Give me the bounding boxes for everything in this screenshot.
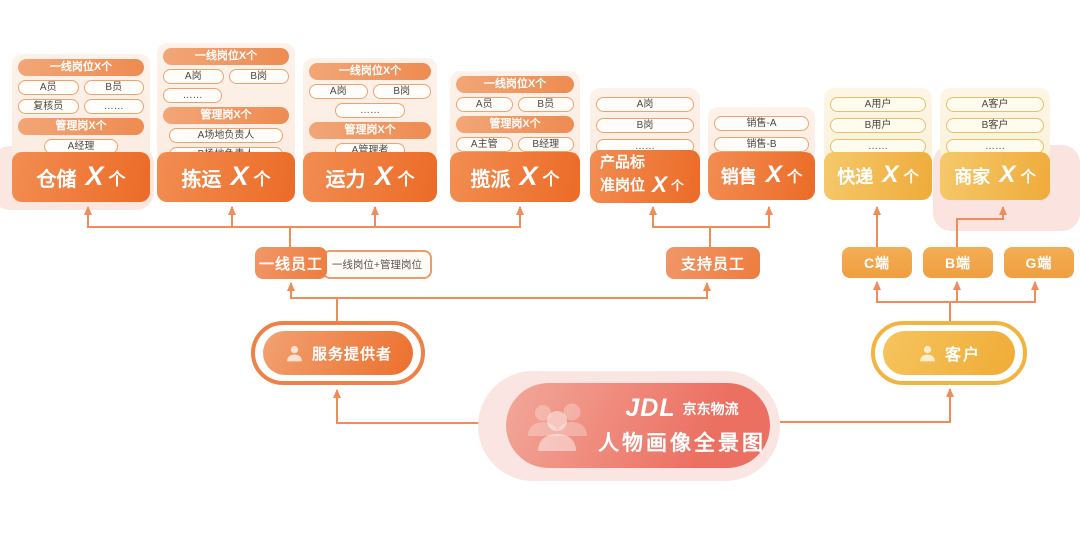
pill: 销售-B (714, 137, 809, 152)
pill: …… (83, 99, 144, 114)
pill: 复核员 (18, 99, 79, 114)
front-line-worker-tag: 一线员工 (255, 247, 327, 279)
banner-label: 销售 (720, 167, 757, 187)
banner-label-line2: 准岗位 (600, 176, 646, 194)
pill: A岗 (309, 84, 368, 99)
pill: A员 (456, 97, 513, 112)
card-merchant-customers: A客户 B客户 …… (940, 88, 1050, 162)
card-pickup-delivery-positions: 一线岗位X个 A员 B员 管理岗X个 A主管 B经理 (450, 71, 580, 162)
center-capsule: JDL 京东物流 人物画像全景图 (506, 383, 770, 468)
brand-name: 京东物流 (682, 400, 739, 417)
banner-unit: 个 (903, 169, 919, 186)
banner-unit: 个 (671, 177, 684, 193)
diagram-title: 人物画像全景图 (598, 432, 766, 455)
banner-label: 商家 (954, 167, 991, 187)
banner-unit: 个 (786, 169, 803, 186)
banner-transport: 运力 X 个 (303, 152, 437, 202)
banner-label: 揽派 (470, 168, 511, 191)
banner-label: 快递 (837, 167, 874, 187)
banner-count: X (765, 161, 782, 188)
banner-count: X (519, 160, 538, 191)
pill: B用户 (830, 118, 926, 133)
people-group-icon (526, 400, 590, 457)
person-icon (284, 343, 305, 364)
pill: B经理 (517, 137, 574, 152)
channel-g: G端 (1004, 247, 1074, 278)
banner-warehouse: 仓储 X 个 (12, 152, 150, 202)
service-provider-label: 服务提供者 (263, 331, 413, 375)
banner-unit: 个 (108, 169, 126, 189)
banner-express: 快递 X 个 (824, 152, 932, 200)
card-express-users: A用户 B用户 …… (824, 88, 932, 162)
channel-c: C端 (842, 247, 912, 278)
pill: B岗 (372, 84, 431, 99)
card-warehouse-positions: 一线岗位X个 A员 B员 复核员 …… 管理岗X个 A经理 (12, 54, 150, 162)
banner-picking: 拣运 X 个 (157, 152, 295, 202)
section-header: 一线岗位X个 (163, 48, 289, 65)
banner-count: X (652, 172, 668, 197)
pill: A场地负责人 (169, 128, 283, 143)
front-line-note: 一线岗位+管理岗位 (322, 250, 432, 279)
banner-count: X (882, 161, 899, 188)
banner-label: 仓储 (36, 168, 77, 191)
pill: A员 (18, 80, 79, 95)
banner-unit: 个 (397, 169, 415, 189)
banner-unit: 个 (542, 169, 560, 189)
section-header: 管理岗X个 (309, 122, 431, 139)
banner-count: X (999, 161, 1016, 188)
banner-label: 运力 (325, 168, 366, 191)
front-line-note-text: 一线岗位+管理岗位 (331, 259, 423, 271)
pill: 销售-A (714, 116, 809, 131)
pill: B员 (517, 97, 574, 112)
section-header: 管理岗X个 (18, 118, 144, 135)
pill: B岗 (228, 69, 289, 84)
pill: A主管 (456, 137, 513, 152)
banner-pickup-delivery: 揽派 X 个 (450, 152, 580, 202)
card-picking-positions: 一线岗位X个 A岗 B岗 …… 管理岗X个 A场地负责人 B场地负责人 (157, 43, 295, 162)
banner-merchant: 商家 X 个 (940, 152, 1050, 200)
banner-count: X (85, 160, 104, 191)
service-provider-text: 服务提供者 (311, 345, 392, 363)
banner-label: 拣运 (181, 168, 222, 191)
pill: B员 (83, 80, 144, 95)
banner-product-standard: 产品标 准岗位 X 个 (590, 150, 700, 203)
pill: …… (334, 103, 406, 118)
section-header: 一线岗位X个 (18, 59, 144, 76)
banner-count: X (230, 160, 249, 191)
customer-text: 客户 (944, 347, 981, 364)
card-transport-positions: 一线岗位X个 A岗 B岗 …… 管理岗X个 A管理者 (303, 58, 437, 162)
pill: A用户 (830, 97, 926, 112)
banner-label-line1: 产品标 (600, 154, 646, 171)
pill: A客户 (946, 97, 1044, 112)
person-icon (917, 343, 938, 364)
customer-label: 客户 (883, 331, 1015, 375)
banner-sales: 销售 X 个 (708, 152, 815, 200)
banner-unit: 个 (1020, 169, 1036, 186)
support-worker-tag: 支持员工 (666, 247, 760, 279)
pill: A岗 (163, 69, 224, 84)
channel-b: B端 (923, 247, 993, 278)
card-product-standard-positions: A岗 B岗 …… (590, 88, 700, 162)
section-header: 一线岗位X个 (456, 76, 574, 93)
pill: B岗 (596, 118, 694, 133)
jdl-logo: JDL (625, 394, 676, 422)
banner-unit: 个 (253, 169, 271, 189)
section-header: 管理岗X个 (456, 116, 574, 133)
section-header: 管理岗X个 (163, 107, 289, 124)
banner-count: X (374, 160, 393, 191)
pill: B客户 (946, 118, 1044, 133)
pill: …… (163, 88, 223, 103)
pill: A岗 (596, 97, 694, 112)
section-header: 一线岗位X个 (309, 63, 431, 80)
